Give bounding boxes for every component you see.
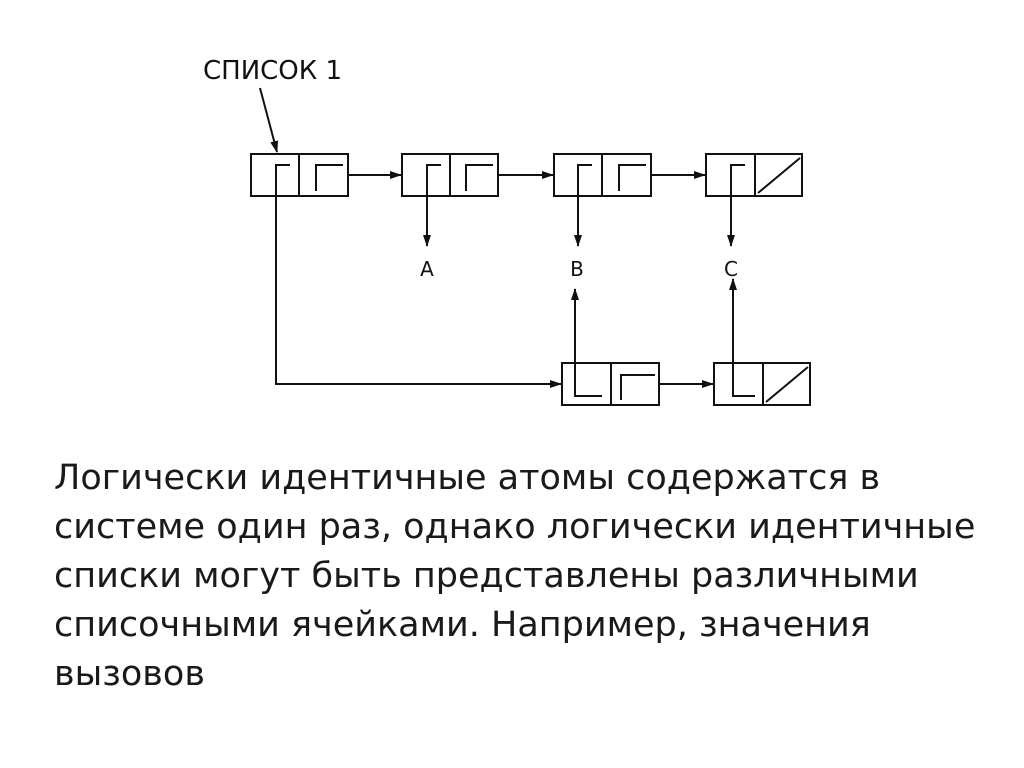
list-cell-1 <box>250 153 349 197</box>
caption-line: списки могут быть представлены различным… <box>54 556 919 596</box>
caption-line: вызовов <box>54 654 205 694</box>
linked-list-diagram: СПИСОК 1 <box>203 56 811 406</box>
list-cell-2 <box>401 153 499 197</box>
list-cell-6-nil <box>713 362 811 406</box>
list-cell-5 <box>561 362 660 406</box>
atom-label-a: A <box>420 257 434 281</box>
caption-line: списочными ячейками. Например, значения <box>54 605 871 645</box>
list-label: СПИСОК 1 <box>203 56 342 86</box>
list-cell-3 <box>553 153 652 197</box>
caption-line: Логически идентичные атомы содержатся в <box>54 458 881 498</box>
atom-label-b: B <box>570 257 584 281</box>
long-connector-arrow <box>275 191 562 388</box>
atom-label-c: C <box>724 257 738 281</box>
caption-line: системе один раз, однако логически идент… <box>54 507 976 547</box>
label-pointer-arrow <box>259 87 279 153</box>
list-cell-4-nil <box>705 153 803 197</box>
caption-text: Логически идентичные атомы содержатся в … <box>54 454 994 699</box>
